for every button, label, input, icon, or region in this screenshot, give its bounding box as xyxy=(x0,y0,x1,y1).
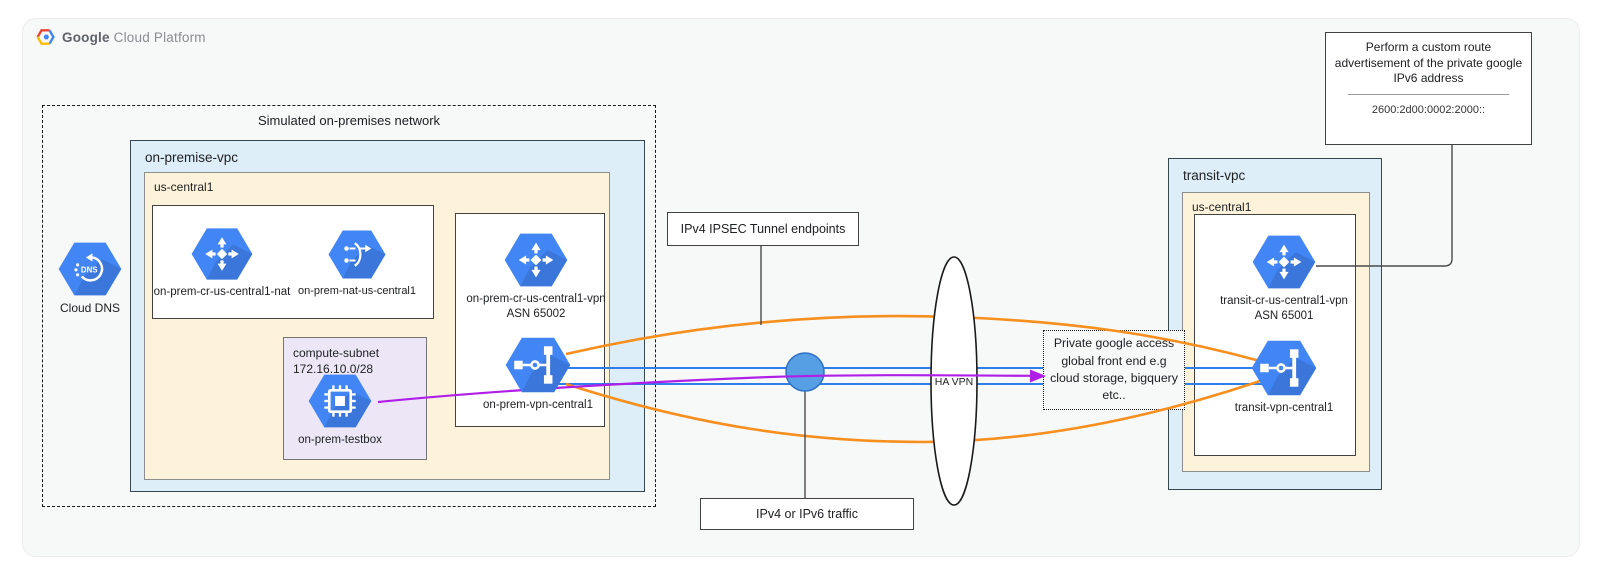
onprem-region-label: us-central1 xyxy=(154,180,214,194)
cloud-router-icon xyxy=(503,231,569,289)
compute-subnet-label: compute-subnet 172.16.10.0/28 xyxy=(293,346,380,377)
cloud-dns-label: Cloud DNS xyxy=(59,301,121,315)
gcp-hexagon-logo-icon xyxy=(36,28,55,46)
node-onprem-nat: on-prem-nat-us-central1 xyxy=(277,228,437,298)
transit-vpc-label: transit-vpc xyxy=(1183,168,1246,183)
onprem-cr-vpn-name: on-prem-cr-us-central1-vpn xyxy=(466,293,606,305)
transit-cr-vpn-name: transit-cr-us-central1-vpn xyxy=(1220,295,1348,307)
compute-engine-icon xyxy=(307,372,373,430)
simulated-onprem-label: Simulated on-premises network xyxy=(257,113,441,128)
cloud-router-icon xyxy=(190,226,254,282)
annotation-text: Perform a custom route advertisement of … xyxy=(1334,40,1523,86)
annotation-divider xyxy=(1348,93,1509,95)
traffic-label: IPv4 or IPv6 traffic xyxy=(700,498,914,530)
node-cloud-dns: Cloud DNS xyxy=(15,240,165,317)
onprem-cr-vpn-asn: ASN 65002 xyxy=(506,307,566,320)
ipsec-endpoints-label: IPv4 IPSEC Tunnel endpoints xyxy=(667,212,859,246)
transit-vpn-gateway-label: transit-vpn-central1 xyxy=(1234,402,1334,414)
custom-route-annotation: Perform a custom route advertisement of … xyxy=(1325,32,1532,145)
gcp-logo: Google Cloud Platform xyxy=(36,28,206,46)
transit-region-label: us-central1 xyxy=(1192,200,1252,214)
onprem-cr-nat-label: on-prem-cr-us-central1-nat xyxy=(153,286,291,298)
node-onprem-testbox: on-prem-testbox xyxy=(265,372,415,448)
transit-cr-vpn-asn: ASN 65001 xyxy=(1254,309,1314,322)
cloud-router-icon xyxy=(1251,233,1317,291)
annotation-ipv6-address: 2600:2d00:0002:2000:: xyxy=(1371,103,1486,116)
cloud-vpn-gateway-icon xyxy=(1250,338,1318,398)
simulated-onprem-container: Simulated on-premises network xyxy=(42,105,656,507)
private-google-access-box: Private google access global front end e… xyxy=(1043,330,1185,410)
node-onprem-cr-nat: on-prem-cr-us-central1-nat xyxy=(137,226,307,300)
cloud-dns-icon xyxy=(57,240,123,298)
on-premise-vpc-label: on-premise-vpc xyxy=(145,150,239,165)
onprem-nat-label: on-prem-nat-us-central1 xyxy=(298,285,416,297)
node-transit-vpn-gateway: transit-vpn-central1 xyxy=(1199,338,1369,416)
onprem-testbox-label: on-prem-testbox xyxy=(298,434,382,446)
node-onprem-vpn-gateway: on-prem-vpn-central1 xyxy=(453,335,623,413)
onprem-vpn-gateway-label: on-prem-vpn-central1 xyxy=(483,399,593,411)
cloud-nat-icon xyxy=(327,228,387,281)
logo-cloud-platform: Cloud Platform xyxy=(113,29,206,45)
logo-google: Google xyxy=(62,29,110,45)
cloud-vpn-gateway-icon xyxy=(504,335,572,395)
gcp-logo-text: Google Cloud Platform xyxy=(62,30,206,45)
